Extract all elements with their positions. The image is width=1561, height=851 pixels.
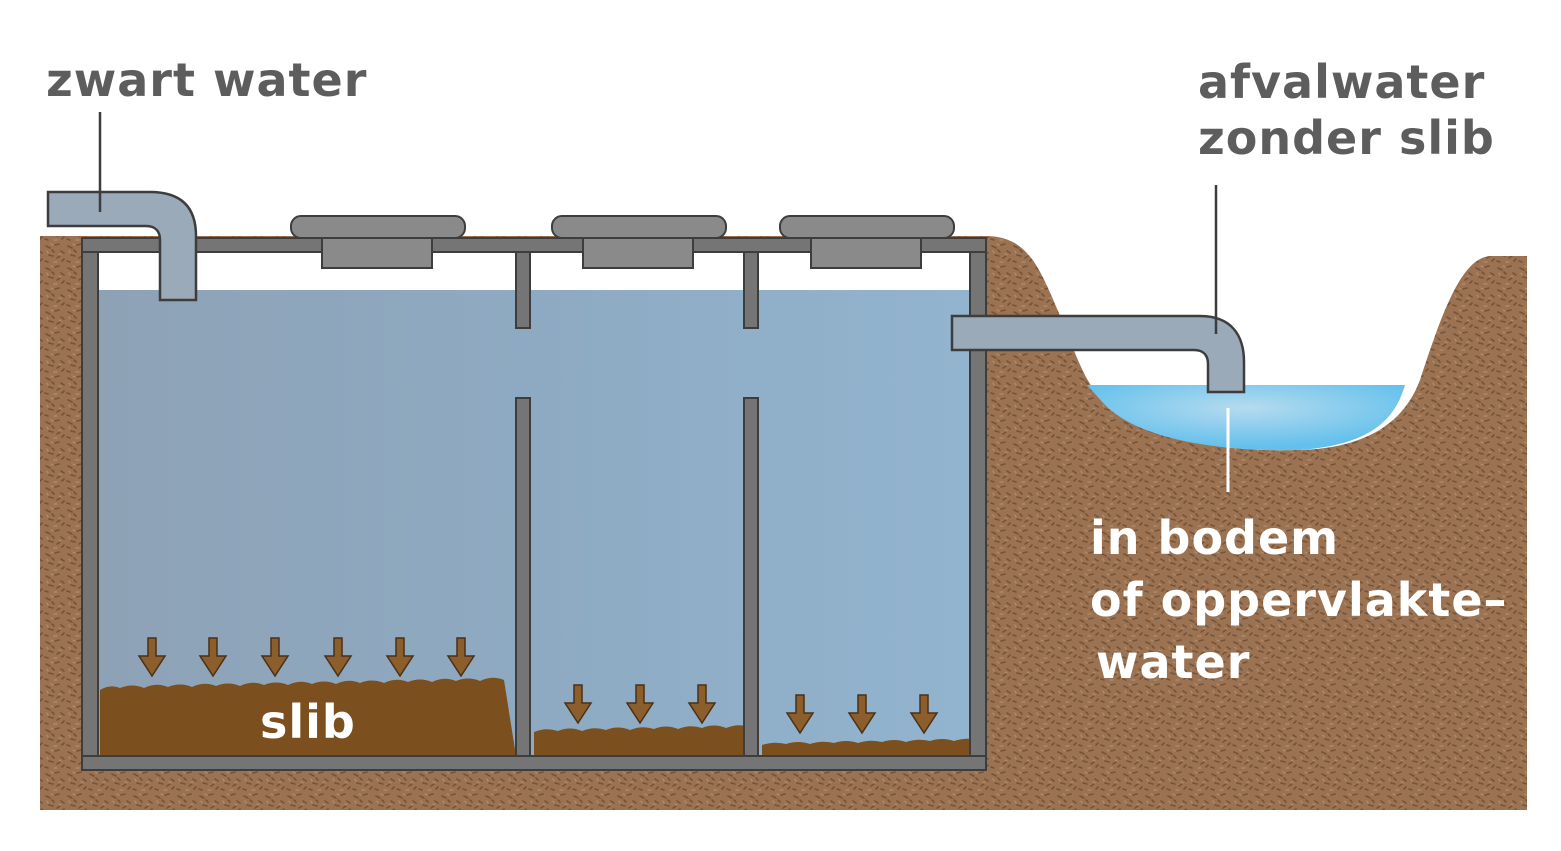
settling-arrow xyxy=(847,694,877,735)
inlet-label: zwart water xyxy=(46,53,368,107)
sludge-layer-2 xyxy=(534,725,750,756)
outlet-label-line-2: zonder slib xyxy=(1198,111,1495,165)
settling-arrow xyxy=(625,684,655,725)
outlet-label-line-1: afvalwater xyxy=(1198,55,1486,109)
settling-arrow xyxy=(385,637,415,678)
ground-label-line-1: in bodem xyxy=(1090,511,1340,565)
outlet-pipe xyxy=(950,314,1246,394)
ground-label-line-3: water xyxy=(1096,635,1251,689)
tank-lids xyxy=(290,215,955,269)
pond-water xyxy=(1087,385,1405,451)
ground-label-line-2: of oppervlakte– xyxy=(1090,573,1508,627)
inlet-pipe xyxy=(46,190,198,302)
settling-arrow xyxy=(563,684,593,725)
settling-arrows xyxy=(137,637,939,735)
sludge-layer-1 xyxy=(100,677,516,756)
sludge-layer-3 xyxy=(762,738,978,756)
settling-arrow xyxy=(909,694,939,735)
settling-arrow xyxy=(137,637,167,678)
settling-arrow xyxy=(446,637,476,678)
settling-arrow xyxy=(198,637,228,678)
tank-walls xyxy=(81,237,987,771)
settling-arrow xyxy=(260,637,290,678)
settling-arrow xyxy=(687,684,717,725)
sludge-label: slib xyxy=(260,695,356,749)
settling-arrow xyxy=(785,694,815,735)
tank-water xyxy=(98,290,970,758)
settling-arrow xyxy=(323,637,353,678)
